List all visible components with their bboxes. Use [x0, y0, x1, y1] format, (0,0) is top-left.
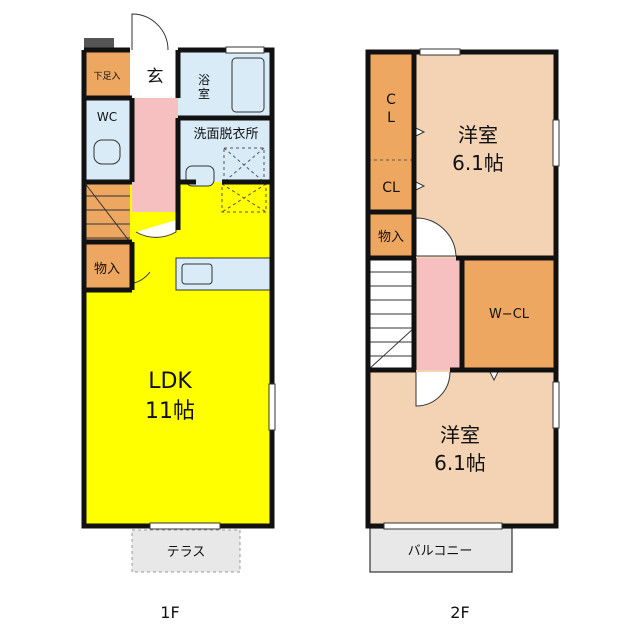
bath-label-line2: 室: [198, 86, 210, 101]
washroom-dashed: [221, 147, 267, 213]
storage-2f-area: [368, 214, 414, 256]
storage-1f-area: [84, 244, 130, 288]
genkan-label: 玄: [147, 67, 164, 87]
terrace-label: テラス: [167, 545, 206, 560]
room-top-door-swing: [415, 217, 457, 257]
washroom-label: 洗面脱衣所: [193, 126, 258, 142]
bath-label: 浴室: [198, 73, 210, 101]
sink: [181, 263, 213, 285]
room-bottom-area: [368, 370, 556, 526]
room-bottom-name-label: 洋室: [440, 423, 480, 447]
room-top-name-label: 洋室: [458, 123, 498, 147]
closet-upper-line2: L: [387, 110, 395, 126]
balcony-area: [369, 527, 513, 573]
hallway-2f: [414, 258, 462, 370]
walk-in-closet-label: W−CL: [489, 307, 530, 322]
closet-area: [368, 52, 414, 212]
bath-window: [225, 46, 265, 54]
entry-door-swing: [131, 13, 169, 51]
balcony-window: [383, 522, 503, 530]
patio-window: [149, 522, 221, 530]
shoe-storage-area: [84, 50, 130, 98]
stairs-1f: [83, 181, 131, 243]
toilet: [93, 139, 121, 165]
room-bottom-door-swing: [415, 371, 451, 407]
stairs-2f: [367, 271, 415, 371]
bathtub: [231, 57, 265, 113]
wc-label: WC: [97, 110, 117, 124]
ldk-size-label: 11帖: [145, 399, 195, 424]
walk-in-closet-area: [462, 260, 556, 368]
closet-lower-label: CL: [382, 180, 400, 196]
hallway-1f: [132, 98, 178, 212]
meter-box: [84, 38, 114, 48]
terrace-area: [131, 529, 241, 573]
floor-1-label: 1F: [160, 603, 179, 622]
room-bottom-size-label: 6.1帖: [434, 451, 486, 475]
bath-label-line1: 浴: [198, 73, 210, 87]
room-top-window-side: [552, 119, 560, 167]
room-top-window-top: [419, 48, 461, 56]
storage-2f-label: 物入: [378, 230, 404, 245]
ldk-window: [268, 383, 276, 431]
shoe-storage-label: 下足入: [93, 71, 120, 82]
hall-door-swing: [135, 220, 177, 238]
room-bottom-window-side: [552, 381, 560, 429]
room-top-area: [414, 52, 556, 258]
genkan-area: [132, 50, 178, 98]
balcony-label: バルコニー: [408, 544, 473, 559]
floor-2-label: 2F: [450, 603, 469, 622]
ldk-name-label: LDK: [148, 369, 192, 394]
storage-1f-label: 物入: [94, 262, 120, 277]
closet-upper-line1: C: [386, 92, 396, 108]
floor-1: 玄 下足入 WC 浴室 洗面脱衣所 物入 LDK 11帖 テラス 1F: [81, 13, 276, 622]
room-top-size-label: 6.1帖: [452, 151, 504, 175]
